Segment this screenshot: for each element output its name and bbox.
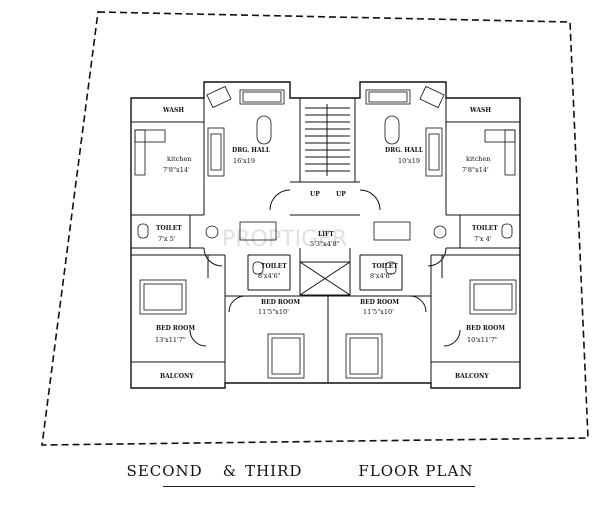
bed-left-dim: 13'x11'7"	[155, 336, 186, 344]
toilet-center-left-dim: 8'x4'6"	[258, 272, 281, 280]
partitions	[131, 82, 520, 388]
toilet-center-right-dim: 8'x4'6"	[370, 272, 393, 280]
watermark: PROPTIGER	[222, 227, 347, 252]
bed-center-left-label: BED ROOM	[261, 299, 300, 306]
title-word-third: THIRD	[245, 462, 303, 480]
toilet-center-left-label: TOILET	[261, 263, 287, 270]
wash-left-label: WASH	[162, 107, 184, 114]
bed-right-dim: 10'x11'7"	[467, 336, 498, 344]
bed-left-label: BED ROOM	[156, 325, 195, 332]
outer-walls	[130, 81, 521, 389]
lift-label: LIFT	[318, 231, 334, 238]
toilet-left-label: TOILET	[156, 225, 182, 232]
kitchen-left-label: kitchen	[167, 155, 192, 163]
furniture	[134, 85, 517, 379]
kitchen-right-label: kitchen	[466, 155, 491, 163]
kitchen-right-dim: 7'8"x14'	[462, 166, 489, 174]
drg-hall-right-label: DRG. HALL	[385, 147, 424, 154]
bed-center-right-label: BED ROOM	[360, 299, 399, 306]
bed-center-left-dim: 11'5"x10'	[258, 308, 289, 316]
drg-hall-left-dim: 16'x19	[233, 157, 255, 165]
balcony-left-label: BALCONY	[160, 373, 194, 380]
room-labels: WASH WASH DRG. HALL 16'x19 DRG. HALL 10'…	[155, 107, 505, 380]
toilet-left-dim: 7'x 5'	[158, 235, 176, 243]
lift-dim: 5'3"x4'8"	[310, 240, 340, 248]
toilet-center-right-label: TOILET	[372, 263, 398, 270]
title-floor-plan: FLOOR PLAN	[358, 462, 474, 480]
up-right-label: UP	[336, 191, 346, 198]
up-left-label: UP	[310, 191, 320, 198]
balcony-right-label: BALCONY	[455, 373, 489, 380]
toilet-right-label: TOILET	[472, 225, 498, 232]
kitchen-left-dim: 7'8"x14'	[163, 166, 190, 174]
wash-right-label: WASH	[469, 107, 491, 114]
plan-title: SECOND &THIRD FLOOR PLAN	[0, 462, 600, 480]
title-word-second: SECOND	[126, 462, 203, 480]
toilet-right-dim: 7'x 4'	[474, 235, 492, 243]
bed-center-right-dim: 11'5"x10'	[363, 308, 394, 316]
bed-right-label: BED ROOM	[466, 325, 505, 332]
plot-boundary	[41, 11, 589, 446]
drg-hall-right-dim: 10'x19	[398, 157, 420, 165]
drg-hall-left-label: DRG. HALL	[232, 147, 271, 154]
title-underline	[163, 486, 475, 487]
title-ampersand: &	[222, 462, 238, 480]
